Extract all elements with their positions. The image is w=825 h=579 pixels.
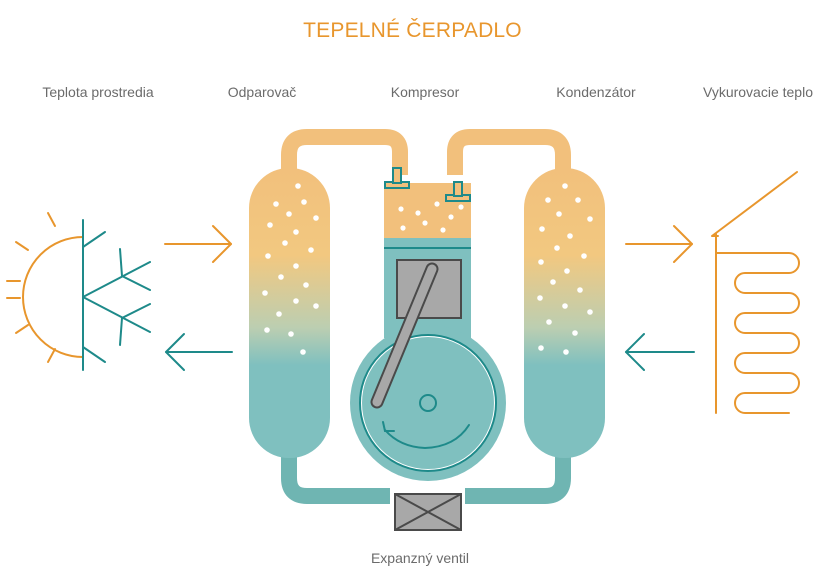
evaporator-tank [249,168,330,458]
diagram-title: TEPELNÉ ČERPADLO [303,19,522,42]
compressor-valve-left [384,167,410,189]
arrow-return-in [625,333,695,371]
connecting-rod [370,262,439,409]
label-ambient: Teplota prostredia [42,84,154,100]
rotation-arrow [382,421,470,450]
sun-icon [6,212,84,363]
arrow-heat-out [625,225,693,263]
label-heating: Vykurovacie teplo [703,84,813,100]
compressor [350,167,506,481]
pipe-top-left [281,129,408,200]
pipe-bottom [281,440,571,504]
arrow-ambient-out [165,333,233,371]
arrow-ambient-in [164,225,232,263]
label-expansion-valve: Expanzný ventil [370,550,470,566]
label-condenser: Kondenzátor [556,84,636,100]
expansion-valve [394,493,462,531]
snowflake-icon [82,219,151,371]
label-evaporator: Odparovač [227,84,297,100]
label-compressor: Kompresor [390,84,460,100]
compressor-valve-right [445,181,471,202]
pipe-top-right [447,129,571,200]
condenser-tank [524,168,605,458]
radiator-icon [715,252,800,414]
house-roof-icon [711,171,798,414]
